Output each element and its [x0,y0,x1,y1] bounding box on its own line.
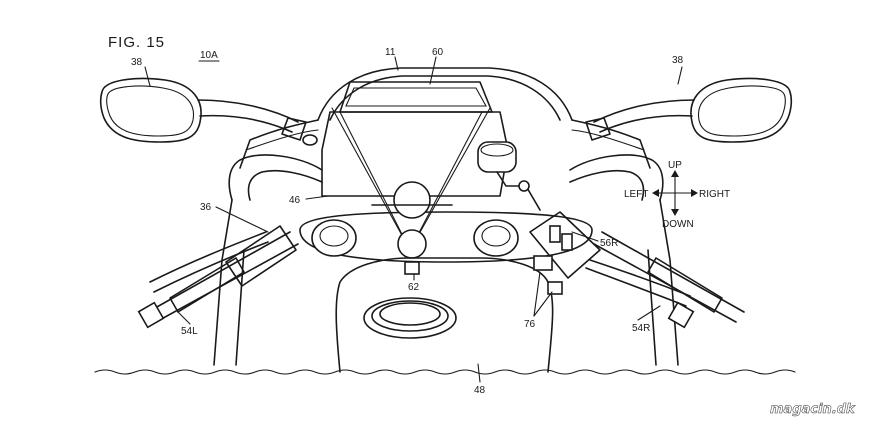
left-mirror [101,79,306,143]
fuel-tank [336,258,552,372]
label-38-right: 38 [672,55,684,66]
arrow-left-icon [652,189,659,197]
label-56r: 56R [600,238,618,249]
label-54r: 54R [632,323,650,334]
label-10a: 10A [200,50,218,61]
direction-legend: UP DOWN LEFT RIGHT [624,160,730,230]
label-48: 48 [474,385,486,396]
legend-up: UP [668,160,682,171]
arrow-up-icon [671,170,679,177]
legend-left: LEFT [624,189,648,200]
right-handlebar [530,212,744,327]
ground-line [95,370,795,374]
label-62: 62 [408,282,420,293]
label-76: 76 [524,319,536,330]
arrow-down-icon [671,209,679,216]
label-36: 36 [200,202,212,213]
brake-reservoir [478,142,540,210]
label-54l: 54L [181,326,198,337]
label-11: 11 [385,47,396,58]
figure-title: FIG. 15 [108,34,165,51]
watermark-logo: magacin.dk [770,402,856,417]
label-60: 60 [432,47,444,58]
windscreen-cowl [240,68,650,168]
arrow-right-icon [691,189,698,197]
label-46: 46 [289,195,301,206]
legend-down: DOWN [662,219,694,230]
label-38-left: 38 [131,57,143,68]
legend-right: RIGHT [699,189,730,200]
